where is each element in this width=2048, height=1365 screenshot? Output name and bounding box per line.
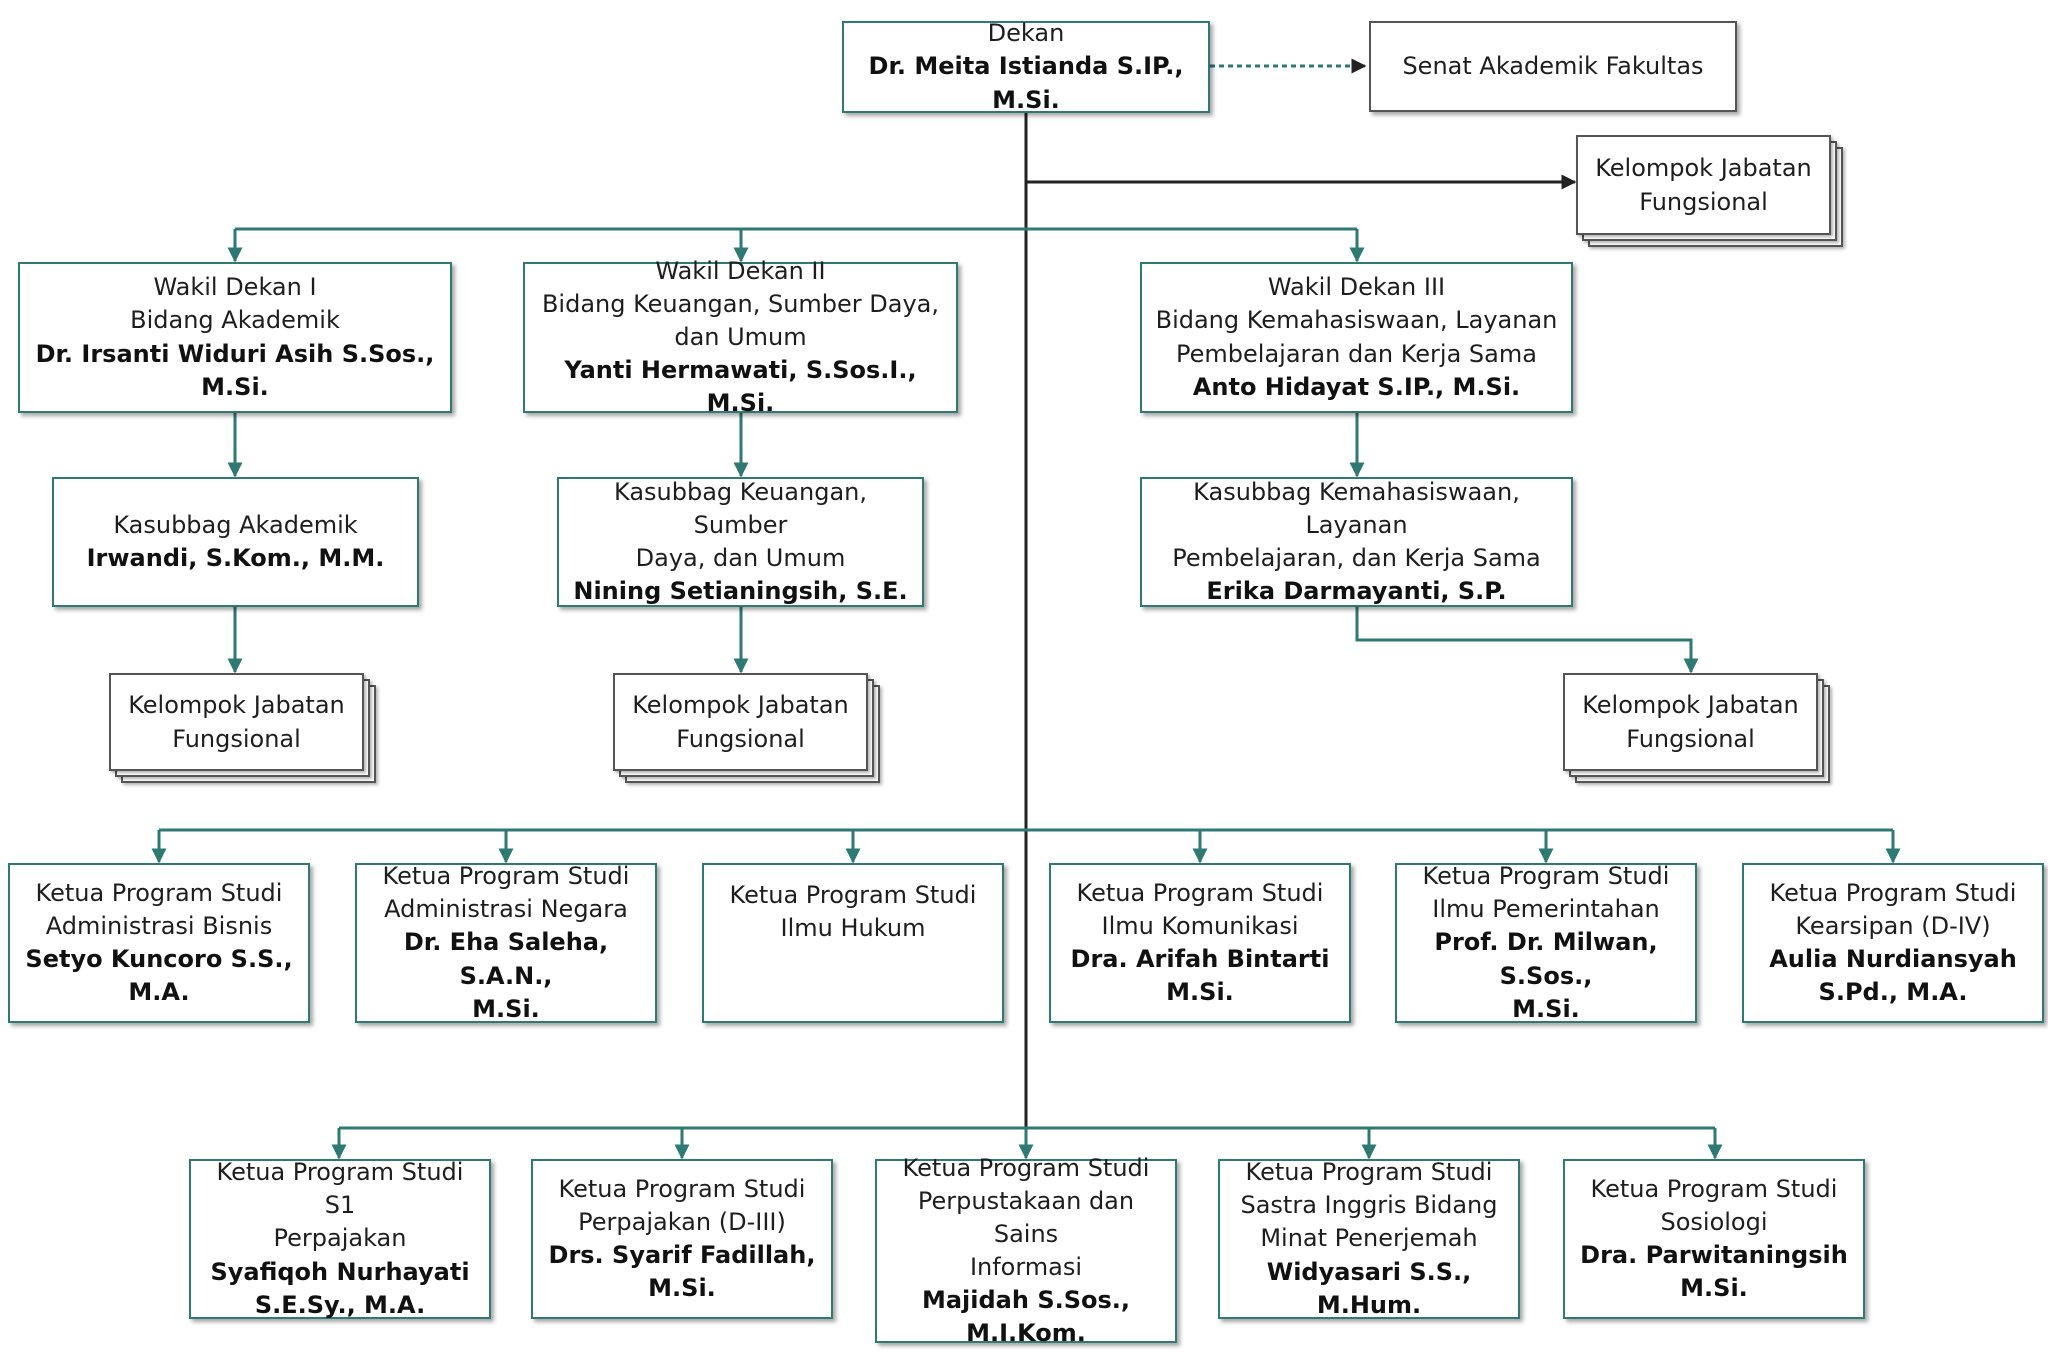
vice-dean-3-name: Anto Hidayat S.IP., M.Si.	[1192, 372, 1521, 401]
functional-group-academic-line1: Kelompok Jabatan	[128, 690, 345, 719]
program-title-line2: Sosiologi	[1660, 1207, 1768, 1236]
program-title-line2: Ilmu Hukum	[780, 914, 926, 943]
subsection-student-title-line1: Kasubbag Kemahasiswaan, Layanan	[1193, 477, 1520, 539]
program-title-line1: Ketua Program Studi	[1590, 1174, 1838, 1203]
subsection-finance-box: Kasubbag Keuangan, Sumber Daya, dan Umum…	[557, 477, 924, 607]
program-head-name-line2: S.Pd., M.A.	[1818, 978, 1968, 1007]
program-title-line2: Ilmu Komunikasi	[1101, 911, 1299, 940]
dean-box: Dekan Dr. Meita Istianda S.IP., M.Si.	[842, 19, 1210, 114]
vice-dean-1-name: Dr. Irsanti Widuri Asih S.Sos., M.Si.	[35, 339, 435, 401]
subsection-academic-name: Irwandi, S.Kom., M.M.	[86, 544, 385, 572]
program-title-line1: Ketua Program Studi	[729, 881, 977, 909]
program-title-line2: Administrasi Bisnis	[45, 911, 273, 940]
program-head-name-line1: Drs. Syarif Fadillah, M.Si.	[548, 1241, 816, 1303]
subsection-finance-title-line2: Daya, dan Umum	[635, 544, 846, 572]
program-title-line3: Minat Penerjemah	[1260, 1224, 1478, 1253]
vice-dean-1-box: Wakil Dekan I Bidang Akademik Dr. Irsant…	[18, 262, 452, 413]
program-head-name-line1: Dra. Arifah Bintarti	[1070, 945, 1330, 973]
vice-dean-3-title-line2: Bidang Kemahasiswaan, Layanan	[1155, 306, 1558, 335]
program-title-line2: Perpajakan (D-III)	[578, 1207, 786, 1236]
subsection-student-title-line2: Pembelajaran, dan Kerja Sama	[1172, 544, 1541, 572]
program-head-name-line1: Prof. Dr. Milwan, S.Sos.,	[1434, 928, 1658, 990]
program-head-name-line2: M.Si.	[1512, 994, 1580, 1023]
vice-dean-3-title-line1: Wakil Dekan III	[1267, 273, 1446, 302]
program-title-line1: Ketua Program Studi	[902, 1153, 1150, 1182]
vice-dean-2-title-line2: Bidang Keuangan, Sumber Daya,	[541, 289, 940, 318]
functional-group-top-line1: Kelompok Jabatan	[1595, 153, 1812, 182]
program-head-name-line2: M.I.Kom.	[966, 1319, 1086, 1348]
program-ilmu-hukum-box: Ketua Program Studi Ilmu Hukum	[702, 863, 1004, 1023]
functional-group-finance-line1: Kelompok Jabatan	[632, 690, 849, 719]
program-ilmu-pemerintahan-box: Ketua Program Studi Ilmu Pemerintahan Pr…	[1395, 862, 1697, 1023]
program-head-name-line1: Dr. Eha Saleha, S.A.N.,	[403, 928, 609, 990]
vice-dean-1-title-line2: Bidang Akademik	[130, 306, 340, 335]
senate-label: Senat Akademik Fakultas	[1402, 51, 1704, 80]
program-kearsipan-box: Ketua Program Studi Kearsipan (D-IV) Aul…	[1742, 863, 2044, 1023]
program-title-line3: Informasi	[969, 1253, 1083, 1281]
program-title-line2: Perpajakan	[273, 1224, 407, 1253]
functional-group-academic: Kelompok Jabatan Fungsional	[109, 673, 380, 786]
functional-group-student-line2: Fungsional	[1626, 725, 1755, 753]
vice-dean-2-box: Wakil Dekan II Bidang Keuangan, Sumber D…	[523, 257, 958, 417]
program-title-line1: Ketua Program Studi S1	[216, 1158, 464, 1220]
program-title-line1: Ketua Program Studi	[35, 878, 283, 907]
program-title-line2: Kearsipan (D-IV)	[1795, 911, 1991, 940]
vice-dean-2-title-line3: dan Umum	[674, 322, 807, 351]
subsection-academic-title: Kasubbag Akademik	[113, 510, 358, 539]
program-title-line1: Ketua Program Studi	[1076, 878, 1324, 907]
program-head-name-line1: Widyasari S.S., M.Hum.	[1266, 1257, 1472, 1319]
vice-dean-3-title-line3: Pembelajaran dan Kerja Sama	[1176, 339, 1537, 368]
functional-group-student-line1: Kelompok Jabatan	[1582, 690, 1799, 719]
program-ilmu-komunikasi-box: Ketua Program Studi Ilmu Komunikasi Dra.…	[1049, 863, 1351, 1023]
functional-group-top-line2: Fungsional	[1639, 188, 1768, 216]
program-title-line2: Administrasi Negara	[384, 895, 628, 924]
subsection-academic-box: Kasubbag Akademik Irwandi, S.Kom., M.M.	[52, 477, 419, 607]
program-head-name-line2: M.Si.	[472, 994, 540, 1023]
program-head-name-line2: M.A.	[128, 978, 190, 1007]
vice-dean-1-title-line1: Wakil Dekan I	[153, 273, 317, 302]
functional-group-finance: Kelompok Jabatan Fungsional	[613, 673, 884, 786]
subsection-finance-name: Nining Setianingsih, S.E.	[573, 577, 908, 606]
program-title-line1: Ketua Program Studi	[1245, 1158, 1493, 1187]
vice-dean-2-name: Yanti Hermawati, S.Sos.I., M.Si.	[564, 356, 917, 418]
program-title-line2: Sastra Inggris Bidang	[1240, 1191, 1498, 1220]
program-head-name-line2: M.Si.	[1680, 1274, 1748, 1303]
program-perpustakaan-box: Ketua Program Studi Perpustakaan dan Sai…	[875, 1154, 1177, 1347]
program-s1-perpajakan-box: Ketua Program Studi S1 Perpajakan Syafiq…	[189, 1158, 491, 1319]
subsection-finance-title-line1: Kasubbag Keuangan, Sumber	[614, 477, 867, 539]
program-head-name-line1: Dra. Parwitaningsih	[1580, 1241, 1848, 1269]
dean-name: Dr. Meita Istianda S.IP., M.Si.	[868, 52, 1184, 114]
senate-box: Senat Akademik Fakultas	[1369, 21, 1737, 112]
program-administrasi-bisnis-box: Ketua Program Studi Administrasi Bisnis …	[8, 863, 310, 1023]
program-title-line1: Ketua Program Studi	[1422, 862, 1670, 891]
functional-group-academic-line2: Fungsional	[172, 725, 301, 753]
subsection-student-box: Kasubbag Kemahasiswaan, Layanan Pembelaj…	[1140, 477, 1573, 607]
functional-group-student: Kelompok Jabatan Fungsional	[1563, 673, 1834, 786]
program-head-name-line1: Syafiqoh Nurhayati	[210, 1257, 470, 1286]
dean-title: Dekan	[987, 19, 1065, 48]
program-head-name-line1: Majidah S.Sos.,	[921, 1286, 1131, 1315]
vice-dean-3-box: Wakil Dekan III Bidang Kemahasiswaan, La…	[1140, 262, 1573, 413]
program-title-line2: Ilmu Pemerintahan	[1432, 895, 1660, 924]
program-sosiologi-box: Ketua Program Studi Sosiologi Dra. Parwi…	[1563, 1159, 1865, 1319]
program-head-name-line1: Setyo Kuncoro S.S.,	[25, 945, 293, 973]
program-title-line2: Perpustakaan dan Sains	[917, 1186, 1135, 1248]
functional-group-top: Kelompok Jabatan Fungsional	[1576, 135, 1845, 250]
program-head-name-line2: S.E.Sy., M.A.	[254, 1290, 426, 1319]
program-title-line1: Ketua Program Studi	[382, 862, 630, 891]
program-title-line1: Ketua Program Studi	[558, 1174, 806, 1203]
subsection-student-name: Erika Darmayanti, S.P.	[1206, 577, 1507, 606]
program-head-name-line2: M.Si.	[1166, 978, 1234, 1007]
program-title-line1: Ketua Program Studi	[1769, 878, 2017, 907]
program-administrasi-negara-box: Ketua Program Studi Administrasi Negara …	[355, 862, 657, 1023]
program-head-name-line1: Aulia Nurdiansyah	[1769, 945, 2017, 973]
program-sastra-inggris-box: Ketua Program Studi Sastra Inggris Bidan…	[1218, 1158, 1520, 1319]
program-perpajakan-d3-box: Ketua Program Studi Perpajakan (D-III) D…	[531, 1159, 833, 1319]
vice-dean-2-title-line1: Wakil Dekan II	[655, 256, 826, 285]
functional-group-finance-line2: Fungsional	[676, 725, 805, 753]
